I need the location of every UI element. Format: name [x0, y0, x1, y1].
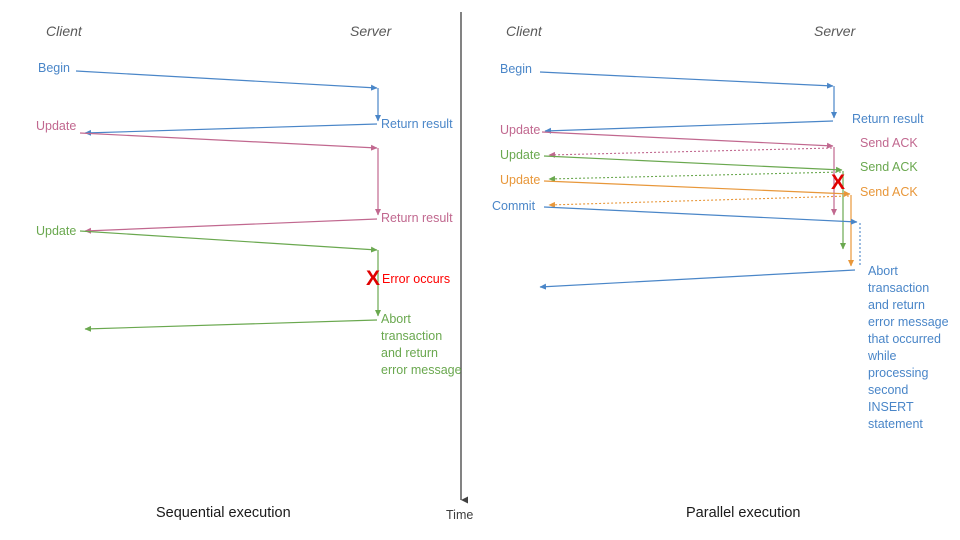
actor-client-left: Client [46, 23, 82, 39]
error-label-left: Error occurs [382, 272, 451, 286]
error-x-icon-left: X [366, 267, 381, 290]
message-label-send-ack-2: Send ACK [860, 160, 918, 174]
message-label-return-result-1-left: Return result [381, 117, 453, 131]
arrow-commit-right [543, 206, 858, 225]
arrow-return-result-1-left [84, 123, 378, 136]
left-panel-arrows [75, 70, 381, 332]
arrow-update-3-right [543, 180, 851, 197]
right-panel-arrows [539, 71, 861, 290]
abort-label-right-line1: Abort [868, 264, 898, 278]
message-label-begin-right: Begin [500, 62, 532, 76]
arrow-update-1-right [541, 131, 834, 149]
arrow-begin-left [75, 70, 378, 91]
abort-label-right-line5: that occurred [868, 332, 941, 346]
message-label-return-result-right: Return result [852, 112, 924, 126]
arrow-begin-right [539, 71, 834, 89]
message-label-return-result-2-left: Return result [381, 211, 453, 225]
arrow-update-1-left [79, 132, 378, 151]
caption-sequential: Sequential execution [156, 505, 291, 521]
arrow-abort-left [84, 319, 378, 332]
message-label-update-2-left: Update [36, 224, 77, 238]
abort-label-right-line10: statement [868, 417, 923, 431]
arrow-update-2-right [543, 155, 843, 173]
abort-label-right-line3: and return [868, 298, 925, 312]
message-label-send-ack-1: Send ACK [860, 136, 918, 150]
message-label-begin-left: Begin [38, 61, 70, 75]
arrow-return-result-right [544, 120, 834, 134]
abort-label-left-line2: transaction [381, 329, 443, 343]
abort-label-right-line9: INSERT [868, 400, 914, 414]
caption-parallel: Parallel execution [686, 505, 801, 521]
message-label-send-ack-3: Send ACK [860, 185, 918, 199]
arrow-send-ack-3-right [548, 195, 850, 208]
error-x-icon-right: X [831, 171, 846, 194]
abort-label-right-line8: second [868, 383, 909, 397]
arrow-send-ack-1-right [548, 147, 833, 158]
abort-label-right-line6: while [868, 349, 897, 363]
abort-label-left-line1: Abort [381, 312, 411, 326]
abort-label-right-line2: transaction [868, 281, 930, 295]
message-label-update-1-right: Update [500, 123, 541, 137]
abort-label-left-line4: error message [381, 363, 462, 377]
time-axis-label: Time [446, 508, 474, 522]
abort-label-right-line4: error message [868, 315, 949, 329]
actor-server-right: Server [814, 23, 856, 39]
abort-label-left-line3: and return [381, 346, 438, 360]
arrow-return-result-2-left [84, 218, 378, 234]
message-label-update-1-left: Update [36, 119, 77, 133]
arrow-send-ack-2-right [548, 171, 842, 182]
message-label-update-3-right: Update [500, 173, 541, 187]
actor-server-left: Server [350, 23, 392, 39]
message-label-update-2-right: Update [500, 148, 541, 162]
message-label-commit-right: Commit [492, 199, 536, 213]
abort-label-right-line7: processing [868, 366, 929, 380]
arrow-abort-right [539, 269, 856, 290]
actor-client-right: Client [506, 23, 542, 39]
arrow-update-2-left [79, 230, 378, 253]
